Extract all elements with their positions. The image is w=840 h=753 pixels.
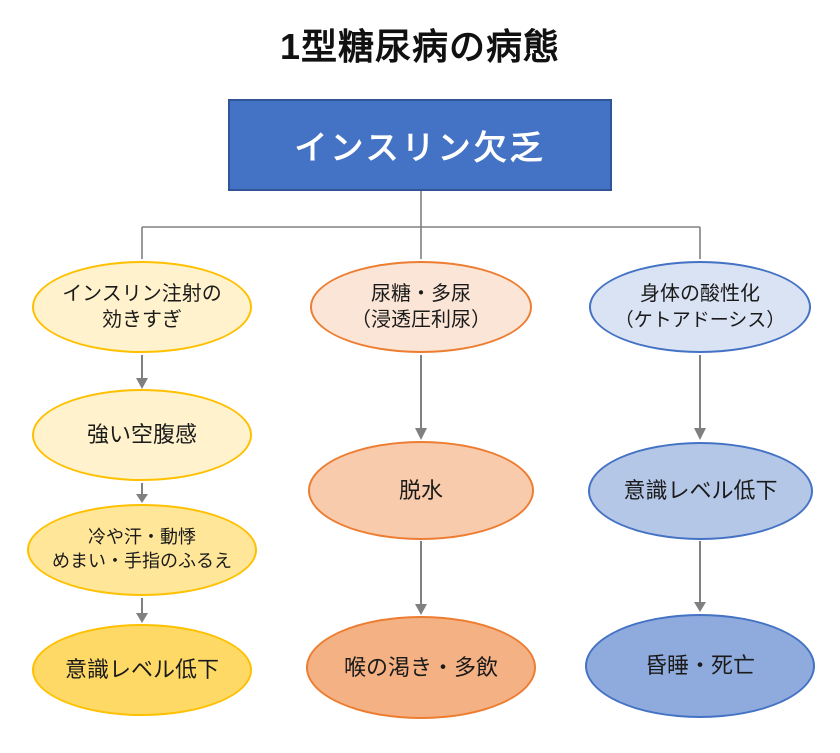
node-label-line: インスリン注射の [62, 282, 222, 305]
node-cold-sweat-tremor: 冷や汗・動悸 めまい・手指のふるえ [27, 504, 257, 596]
node-label-line: 効きすぎ [102, 309, 182, 331]
arrow-head [415, 428, 427, 440]
arrow-head [694, 428, 706, 440]
node-glycosuria-polyuria: 尿糖・多尿 （浸透圧利尿） [310, 261, 532, 353]
node-label-line: （ケトアドーシス） [614, 309, 786, 331]
node-label-line: 強い空腹感 [86, 422, 197, 448]
node-thirst-polydipsia: 喉の渇き・多飲 [306, 616, 536, 719]
node-intense-hunger: 強い空腹感 [32, 389, 252, 481]
node-dehydration: 脱水 [308, 441, 534, 540]
node-label-line: 脱水 [398, 477, 443, 503]
arrow-head [136, 613, 148, 623]
node-label-line: （浸透圧利尿） [351, 309, 491, 331]
arrow-head [415, 604, 427, 615]
elbow-connector [141, 191, 701, 259]
node-body-acidification: 身体の酸性化 （ケトアドーシス） [589, 261, 811, 353]
node-label-line: 尿糖・多尿 [371, 282, 471, 305]
node-label-line: めまい・手指のふるえ [52, 551, 232, 571]
node-label-line: 意識レベル低下 [623, 478, 778, 504]
node-label-line: 昏睡・死亡 [644, 653, 755, 679]
node-label-line: 冷や汗・動悸 [88, 527, 196, 548]
arrow-head [136, 494, 148, 503]
node-label-line: 喉の渇き・多飲 [343, 654, 498, 680]
node-insulin-overdose-effect: インスリン注射の 効きすぎ [32, 261, 252, 353]
page-title: 1型糖尿病の病態 [279, 26, 561, 67]
node-low-consciousness-hypoglycemia: 意識レベル低下 [32, 624, 252, 716]
node-low-consciousness-ketoacidosis: 意識レベル低下 [588, 442, 813, 540]
node-insulin-deficiency: インスリン欠乏 [228, 99, 612, 191]
arrow-head [694, 602, 706, 612]
node-coma-death: 昏睡・死亡 [585, 614, 815, 718]
node-label-line: 身体の酸性化 [640, 283, 760, 306]
arrow-head [136, 378, 148, 389]
node-label-line: 意識レベル低下 [64, 657, 219, 683]
